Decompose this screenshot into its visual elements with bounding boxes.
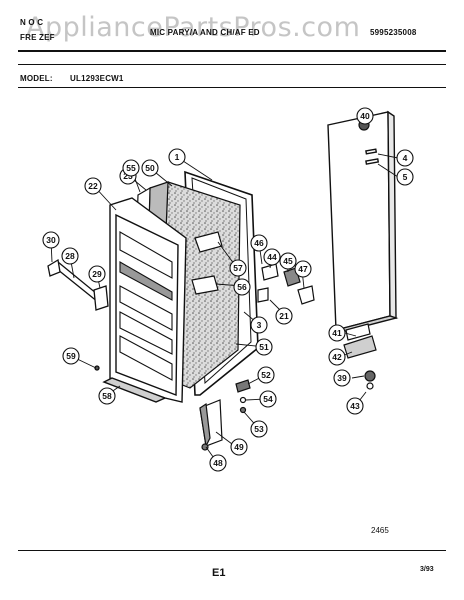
svg-text:28: 28 <box>65 251 75 261</box>
svg-text:30: 30 <box>46 235 56 245</box>
callout-58: 58 <box>98 387 116 405</box>
doc-number: 5995235008 <box>370 28 417 37</box>
header-rule-2 <box>18 64 446 65</box>
header-center-text: MIC PARY/A AND CH/AF ED <box>150 28 260 37</box>
door-handle <box>47 258 109 371</box>
callout-44: 44 <box>263 248 281 266</box>
callout-59: 59 <box>62 347 80 365</box>
svg-text:1: 1 <box>175 152 180 162</box>
svg-text:3: 3 <box>257 320 262 330</box>
callout-22: 22 <box>84 177 102 195</box>
svg-text:58: 58 <box>102 391 112 401</box>
svg-text:41: 41 <box>332 328 342 338</box>
header-rule <box>18 50 446 52</box>
svg-text:52: 52 <box>261 370 271 380</box>
callout-41: 41 <box>328 324 346 342</box>
callout-5: 5 <box>396 168 414 186</box>
model-value: UL1293ECW1 <box>70 74 124 83</box>
outer-door-panel <box>327 110 399 333</box>
svg-text:49: 49 <box>234 442 244 452</box>
model-rule <box>18 87 446 88</box>
callout-40: 40 <box>356 107 374 125</box>
callout-43: 43 <box>346 397 364 415</box>
callout-29: 29 <box>88 265 106 283</box>
svg-text:57: 57 <box>233 263 243 273</box>
svg-text:48: 48 <box>213 458 223 468</box>
callout-54: 54 <box>259 390 277 408</box>
brand-bottom: FRE ZEF <box>20 33 55 42</box>
brand-top: N O C <box>20 18 44 27</box>
callout-52: 52 <box>257 366 275 384</box>
callout-48: 48 <box>209 454 227 472</box>
svg-text:46: 46 <box>254 238 264 248</box>
svg-text:21: 21 <box>279 311 289 321</box>
svg-text:47: 47 <box>298 264 308 274</box>
callout-51: 51 <box>255 338 273 356</box>
svg-text:5: 5 <box>403 172 408 182</box>
date-label: 3/93 <box>420 566 434 573</box>
svg-text:56: 56 <box>237 282 247 292</box>
page-label: E1 <box>212 567 226 579</box>
inner-door-shelves <box>102 197 187 403</box>
callout-45: 45 <box>279 252 297 270</box>
callout-3: 3 <box>250 316 268 334</box>
svg-text:4: 4 <box>403 153 408 163</box>
svg-text:55: 55 <box>126 163 136 173</box>
callout-21: 21 <box>275 307 293 325</box>
svg-text:59: 59 <box>66 351 76 361</box>
svg-text:53: 53 <box>254 424 264 434</box>
svg-text:45: 45 <box>283 256 293 266</box>
svg-text:39: 39 <box>337 373 347 383</box>
svg-text:44: 44 <box>267 252 277 262</box>
callout-1: 1 <box>168 148 186 166</box>
svg-text:54: 54 <box>263 394 273 404</box>
svg-text:50: 50 <box>145 163 155 173</box>
callout-42: 42 <box>328 348 346 366</box>
watermark-text: AppliancePartsPros.com <box>26 12 361 43</box>
svg-text:22: 22 <box>88 181 98 191</box>
svg-text:42: 42 <box>332 352 342 362</box>
model-label: MODEL: <box>20 74 53 83</box>
callout-49: 49 <box>230 438 248 456</box>
callout-57: 57 <box>229 259 247 277</box>
drawing-code: 2465 <box>371 526 389 535</box>
callout-55: 55 <box>122 159 140 177</box>
callout-28: 28 <box>61 247 79 265</box>
callout-46: 46 <box>250 234 268 252</box>
svg-text:40: 40 <box>360 111 370 121</box>
callout-53: 53 <box>250 420 268 438</box>
svg-text:29: 29 <box>92 269 102 279</box>
callout-4: 4 <box>396 149 414 167</box>
callout-39: 39 <box>333 369 351 387</box>
callout-30: 30 <box>42 231 60 249</box>
callout-50: 50 <box>141 159 159 177</box>
callout-56: 56 <box>233 278 251 296</box>
svg-text:51: 51 <box>259 342 269 352</box>
footer-rule <box>18 550 446 551</box>
callout-47: 47 <box>294 260 312 278</box>
svg-text:43: 43 <box>350 401 360 411</box>
